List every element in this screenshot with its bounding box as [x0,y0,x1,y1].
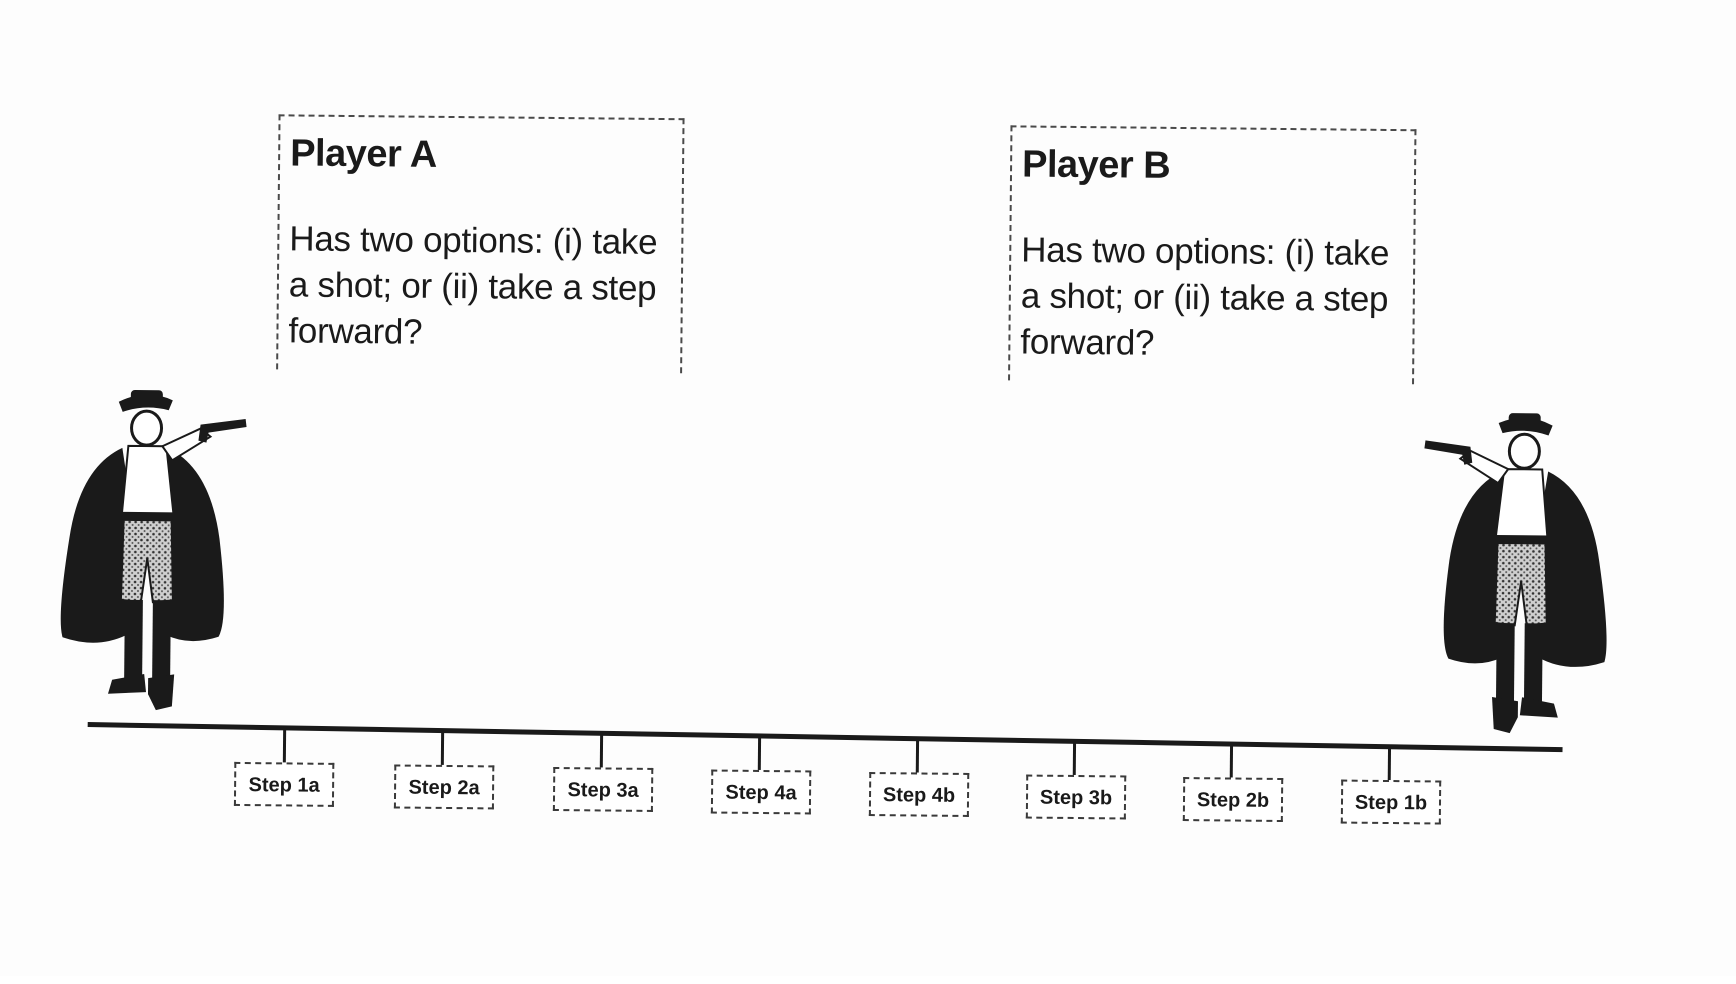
step-label-2b: Step 2b [1183,777,1283,822]
player-b-card: Player B Has two options: (i) take a sho… [1008,125,1416,384]
step-label-4a: Step 4a [711,770,811,815]
step-label-4b: Step 4b [869,772,969,817]
player-a-options: Has two options: (i) take a shot; or (ii… [288,216,671,358]
step-label-1a: Step 1a [234,762,334,807]
player-b-title: Player B [1022,145,1404,187]
player-a-card: Player A Has two options: (i) take a sho… [276,114,684,373]
step-label-1b: Step 1b [1341,780,1441,825]
player-a-title: Player A [290,134,672,176]
duelist-left-icon [47,387,251,759]
duelist-right-icon [1417,410,1621,782]
step-label-2a: Step 2a [394,764,494,809]
player-b-options: Has two options: (i) take a shot; or (ii… [1020,227,1403,369]
step-label-3a: Step 3a [553,767,653,812]
step-label-3b: Step 3b [1026,775,1126,820]
